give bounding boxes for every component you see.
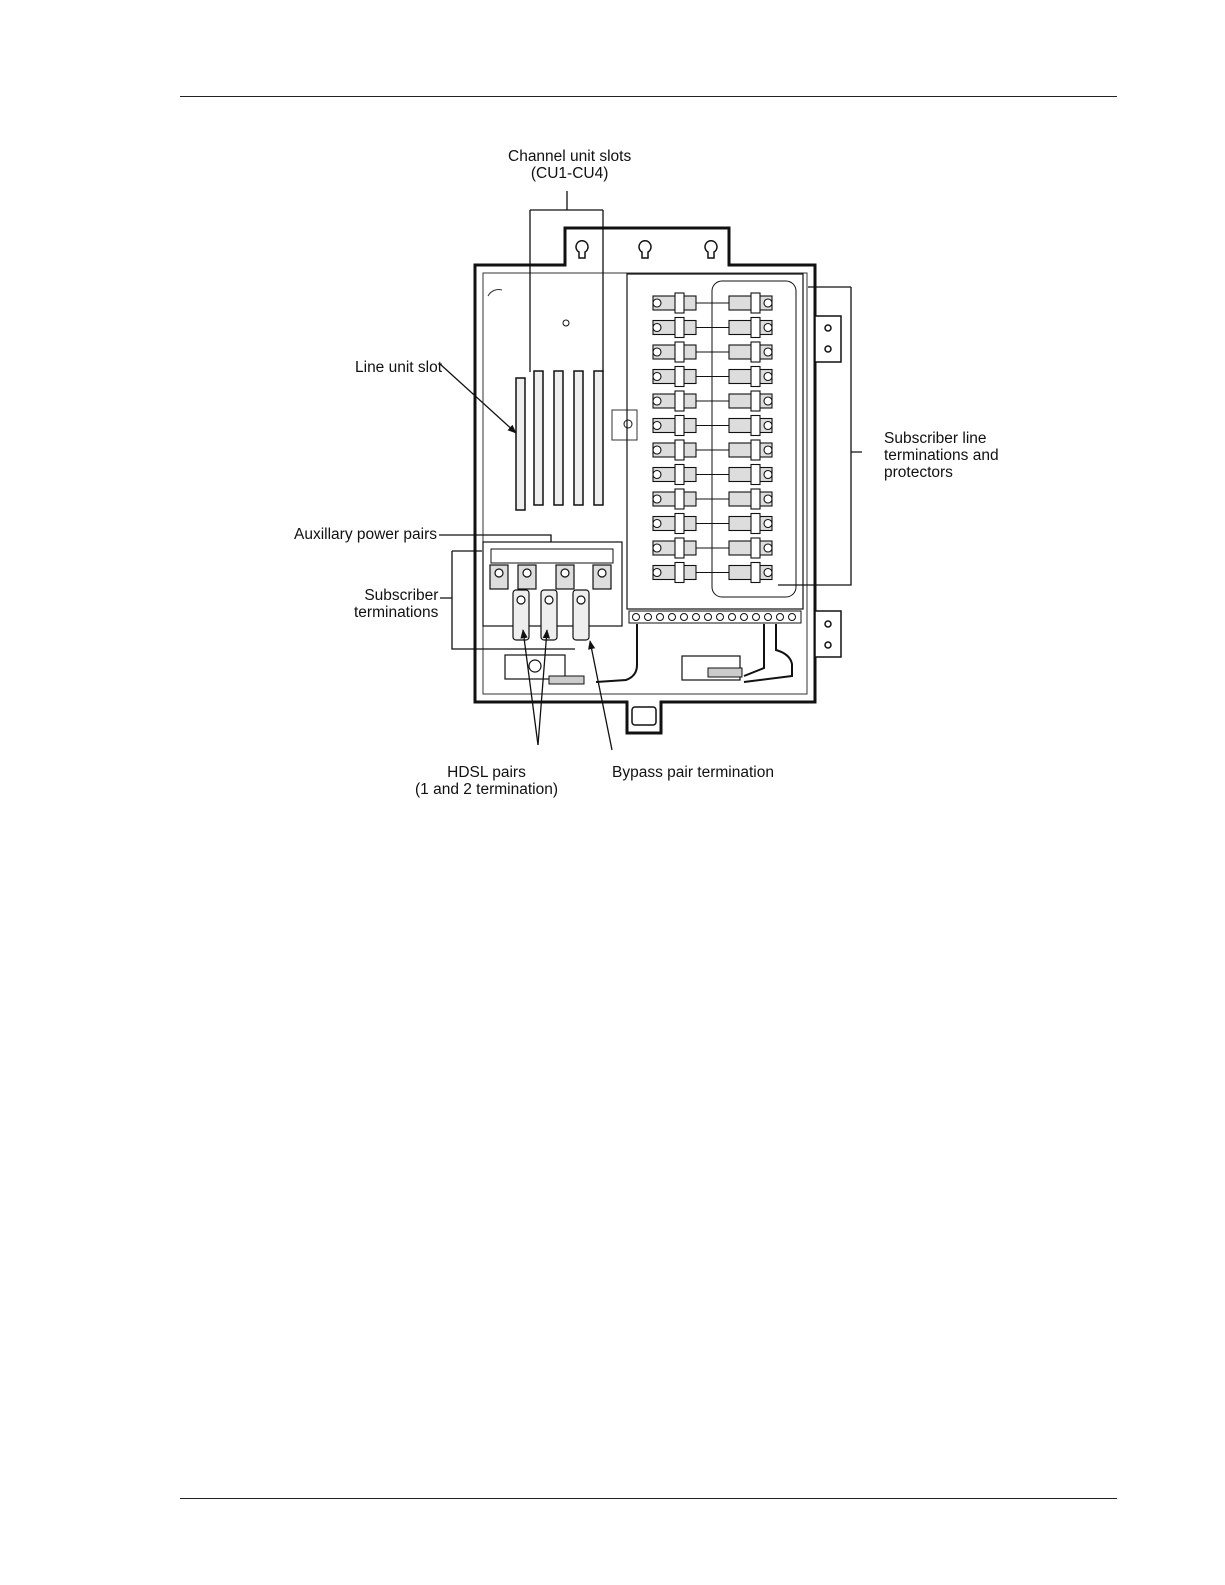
- hdsl-connector: [513, 590, 529, 640]
- protector-left: [653, 563, 696, 583]
- terminal-strip: [629, 611, 801, 623]
- label-line-unit-slot: Line unit slot: [355, 359, 442, 376]
- terminal-post: [556, 565, 574, 589]
- protector-right: [729, 538, 772, 558]
- protector-right: [729, 367, 772, 387]
- label-auxiliary-power-pairs: Auxillary power pairs: [294, 526, 437, 543]
- protector-right: [729, 563, 772, 583]
- protector-left: [653, 514, 696, 534]
- label-hdsl-pairs: HDSL pairs (1 and 2 termination): [415, 764, 558, 798]
- label-subscriber-line-terminations: Subscriber line terminations and protect…: [884, 430, 999, 481]
- label-subscriber-terminations: Subscriber terminations: [354, 587, 438, 621]
- protector-left: [653, 318, 696, 338]
- protector-left: [653, 416, 696, 436]
- protector-left: [653, 342, 696, 362]
- card-slots: [516, 371, 603, 510]
- protector-right: [729, 489, 772, 509]
- side-bracket: [815, 316, 841, 657]
- protector-right: [729, 465, 772, 485]
- protector-right: [729, 391, 772, 411]
- hdsl-connector: [573, 590, 589, 640]
- protector-left: [653, 367, 696, 387]
- protector-right: [729, 440, 772, 460]
- hdsl-connector: [541, 590, 557, 640]
- protector-right: [729, 318, 772, 338]
- terminal-post: [593, 565, 611, 589]
- protector-left: [653, 391, 696, 411]
- protector-left: [653, 293, 696, 313]
- terminal-post: [518, 565, 536, 589]
- protector-right: [729, 514, 772, 534]
- protector-left: [653, 489, 696, 509]
- label-channel-unit-slots: Channel unit slots (CU1-CU4): [508, 148, 631, 182]
- protector-left: [653, 538, 696, 558]
- protector-right: [729, 416, 772, 436]
- label-bypass-pair-termination: Bypass pair termination: [612, 764, 774, 781]
- protector-left: [653, 440, 696, 460]
- terminal-post: [490, 565, 508, 589]
- protector-left: [653, 465, 696, 485]
- keyhole-icon: [576, 241, 717, 258]
- protector-right: [729, 293, 772, 313]
- protector-right: [729, 342, 772, 362]
